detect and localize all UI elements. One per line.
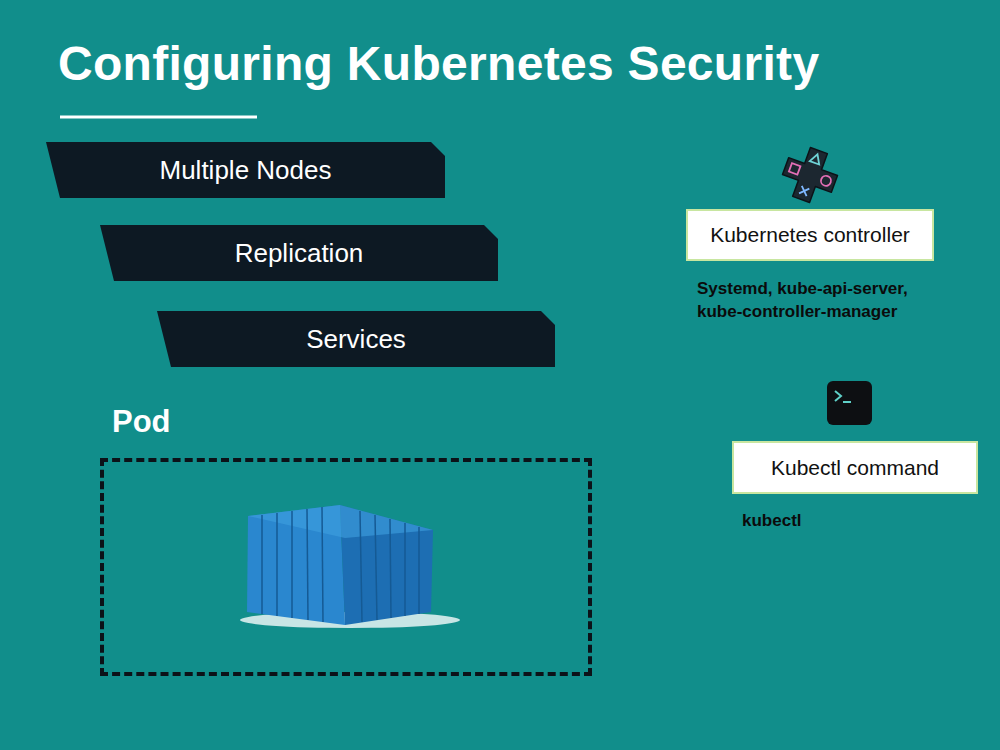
band-label: Services	[306, 324, 406, 355]
band-label: Replication	[235, 238, 364, 269]
gamepad-icon	[777, 142, 844, 209]
band-label: Multiple Nodes	[160, 155, 332, 186]
box-label: Kubernetes controller	[710, 223, 910, 247]
topic-band: Replication	[100, 225, 498, 281]
container-ribs	[262, 507, 419, 622]
title-underline	[60, 116, 257, 119]
topic-band: Services	[157, 311, 555, 367]
band-fill	[46, 142, 445, 198]
box-label: Kubectl command	[771, 456, 939, 480]
pod-boundary: Pod	[100, 458, 592, 676]
component-box: Kubectl command	[732, 441, 978, 494]
terminal-icon	[827, 381, 872, 425]
band-fill	[100, 225, 498, 281]
note-text: kubectl	[742, 509, 942, 532]
note-text: Systemd, kube-api-server, kube-controlle…	[697, 277, 957, 323]
component-box: Kubernetes controller	[686, 209, 934, 261]
diagram-title: Configuring Kubernetes Security	[58, 36, 819, 91]
pod-heading: Pod	[112, 404, 171, 440]
band-fill	[157, 311, 555, 367]
topic-band: Multiple Nodes	[46, 142, 445, 198]
